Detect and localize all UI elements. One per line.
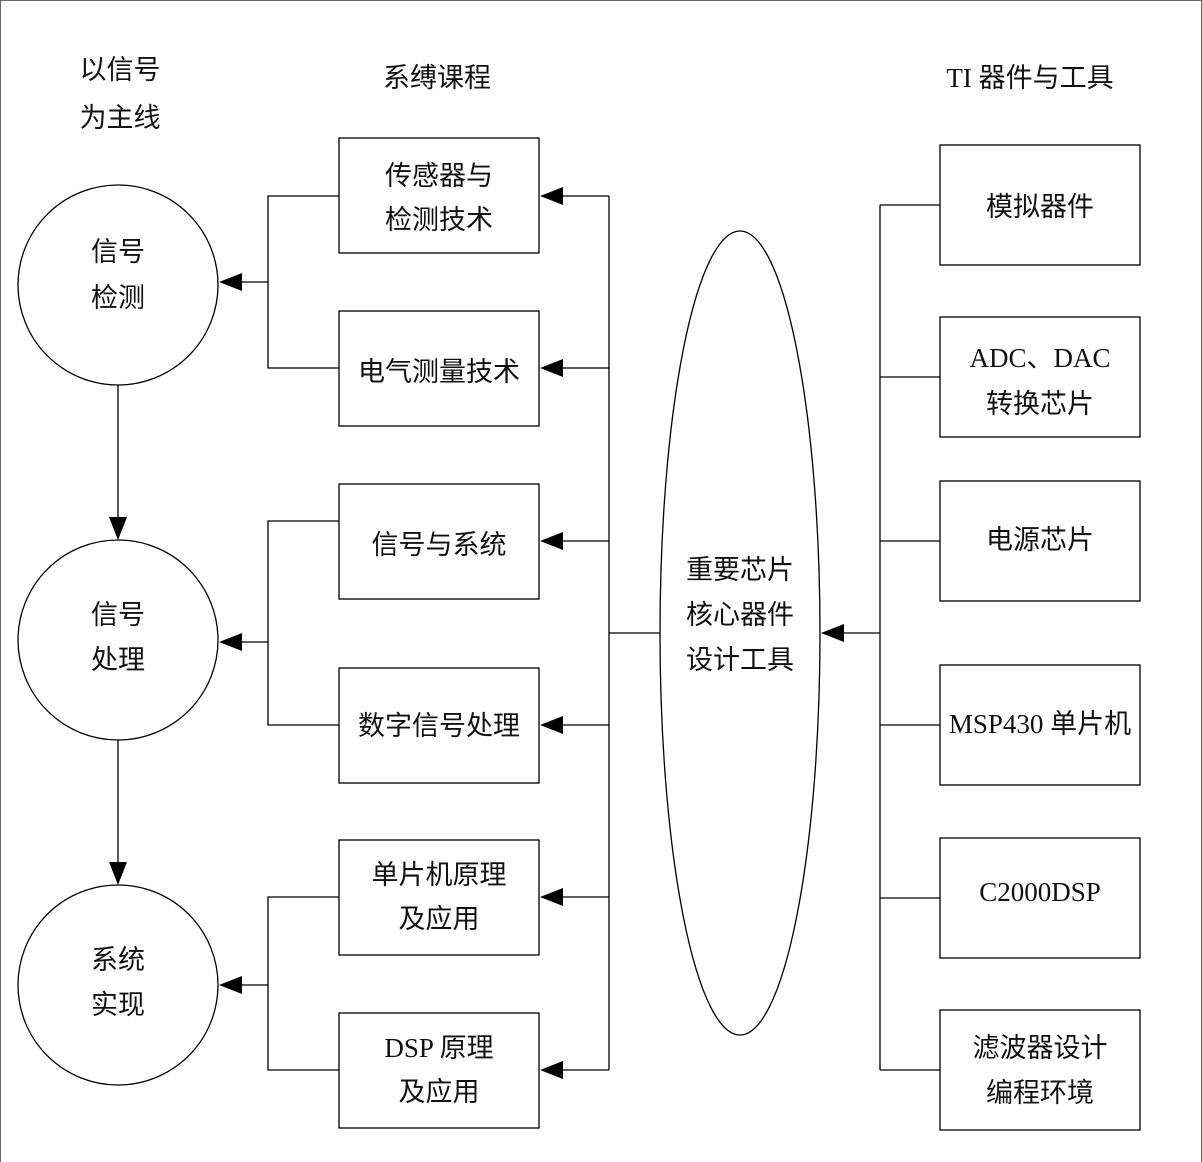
course-label: DSP 原理 xyxy=(384,1033,493,1063)
device-label: 编程环境 xyxy=(986,1078,1094,1108)
device-box-filter-tools xyxy=(939,1009,1141,1131)
course-bracket xyxy=(267,896,339,1071)
left-arrowhead xyxy=(540,888,563,906)
header-courses: 系缚课程 xyxy=(383,63,491,93)
course-bracket xyxy=(267,195,339,369)
hub-label: 核心器件 xyxy=(686,600,794,630)
device-box-msp430 xyxy=(939,664,1141,786)
stage-label: 信号 xyxy=(91,600,145,630)
device-label: 模拟器件 xyxy=(986,192,1094,222)
stage-label: 处理 xyxy=(91,645,145,675)
device-box-analog xyxy=(939,144,1141,266)
course-label: 信号与系统 xyxy=(372,530,507,560)
device-label: 电源芯片 xyxy=(986,525,1094,555)
course-label: 电气测量技术 xyxy=(358,357,520,387)
stage-circle-system xyxy=(17,884,219,1086)
hub-label: 重要芯片 xyxy=(686,555,794,585)
stage-label: 检测 xyxy=(91,283,145,313)
device-box-power xyxy=(939,480,1141,602)
device-label: MSP430 单片机 xyxy=(949,709,1131,739)
device-box-c2000 xyxy=(939,837,1141,959)
left-arrowhead xyxy=(540,532,563,550)
course-box-dsp-principles xyxy=(338,1012,540,1129)
stage-label: 信号 xyxy=(91,237,145,267)
course-label: 及应用 xyxy=(399,1077,480,1107)
down-arrowhead xyxy=(109,517,127,540)
course-label: 检测技术 xyxy=(385,205,493,235)
left-arrowhead xyxy=(540,359,563,377)
course-box-dsp-processing xyxy=(338,667,540,784)
left-arrowhead xyxy=(540,187,563,205)
down-arrowhead xyxy=(109,862,127,885)
hub-ellipse xyxy=(659,230,821,1036)
left-arrowhead xyxy=(219,633,242,651)
left-arrowhead xyxy=(540,1061,563,1079)
course-box-electrical-measurement xyxy=(338,310,540,427)
left-arrowhead xyxy=(219,273,242,291)
stage-circle-processing xyxy=(17,539,219,741)
header-main-line: 为主线 xyxy=(80,103,161,133)
course-label: 传感器与 xyxy=(385,161,493,191)
device-box-adc-dac xyxy=(939,316,1141,438)
course-bracket xyxy=(267,520,339,726)
course-label: 及应用 xyxy=(399,904,480,934)
course-label: 单片机原理 xyxy=(372,860,507,890)
course-box-mcu xyxy=(338,839,540,956)
device-label: 转换芯片 xyxy=(986,389,1094,419)
course-box-signals-systems xyxy=(338,483,540,600)
left-arrowhead xyxy=(219,976,242,994)
stage-label: 实现 xyxy=(91,990,145,1020)
device-label: 滤波器设计 xyxy=(973,1033,1108,1063)
course-box-sensors xyxy=(338,137,540,254)
device-label: C2000DSP xyxy=(979,877,1101,907)
device-label: ADC、DAC xyxy=(969,343,1110,373)
header-main-line: 以信号 xyxy=(80,55,161,85)
left-arrowhead xyxy=(821,624,844,642)
hub-label: 设计工具 xyxy=(686,645,794,675)
left-arrowhead xyxy=(540,716,563,734)
header-ti-tools: TI 器件与工具 xyxy=(946,63,1113,93)
stage-label: 系统 xyxy=(91,945,145,975)
course-label: 数字信号处理 xyxy=(358,711,520,741)
